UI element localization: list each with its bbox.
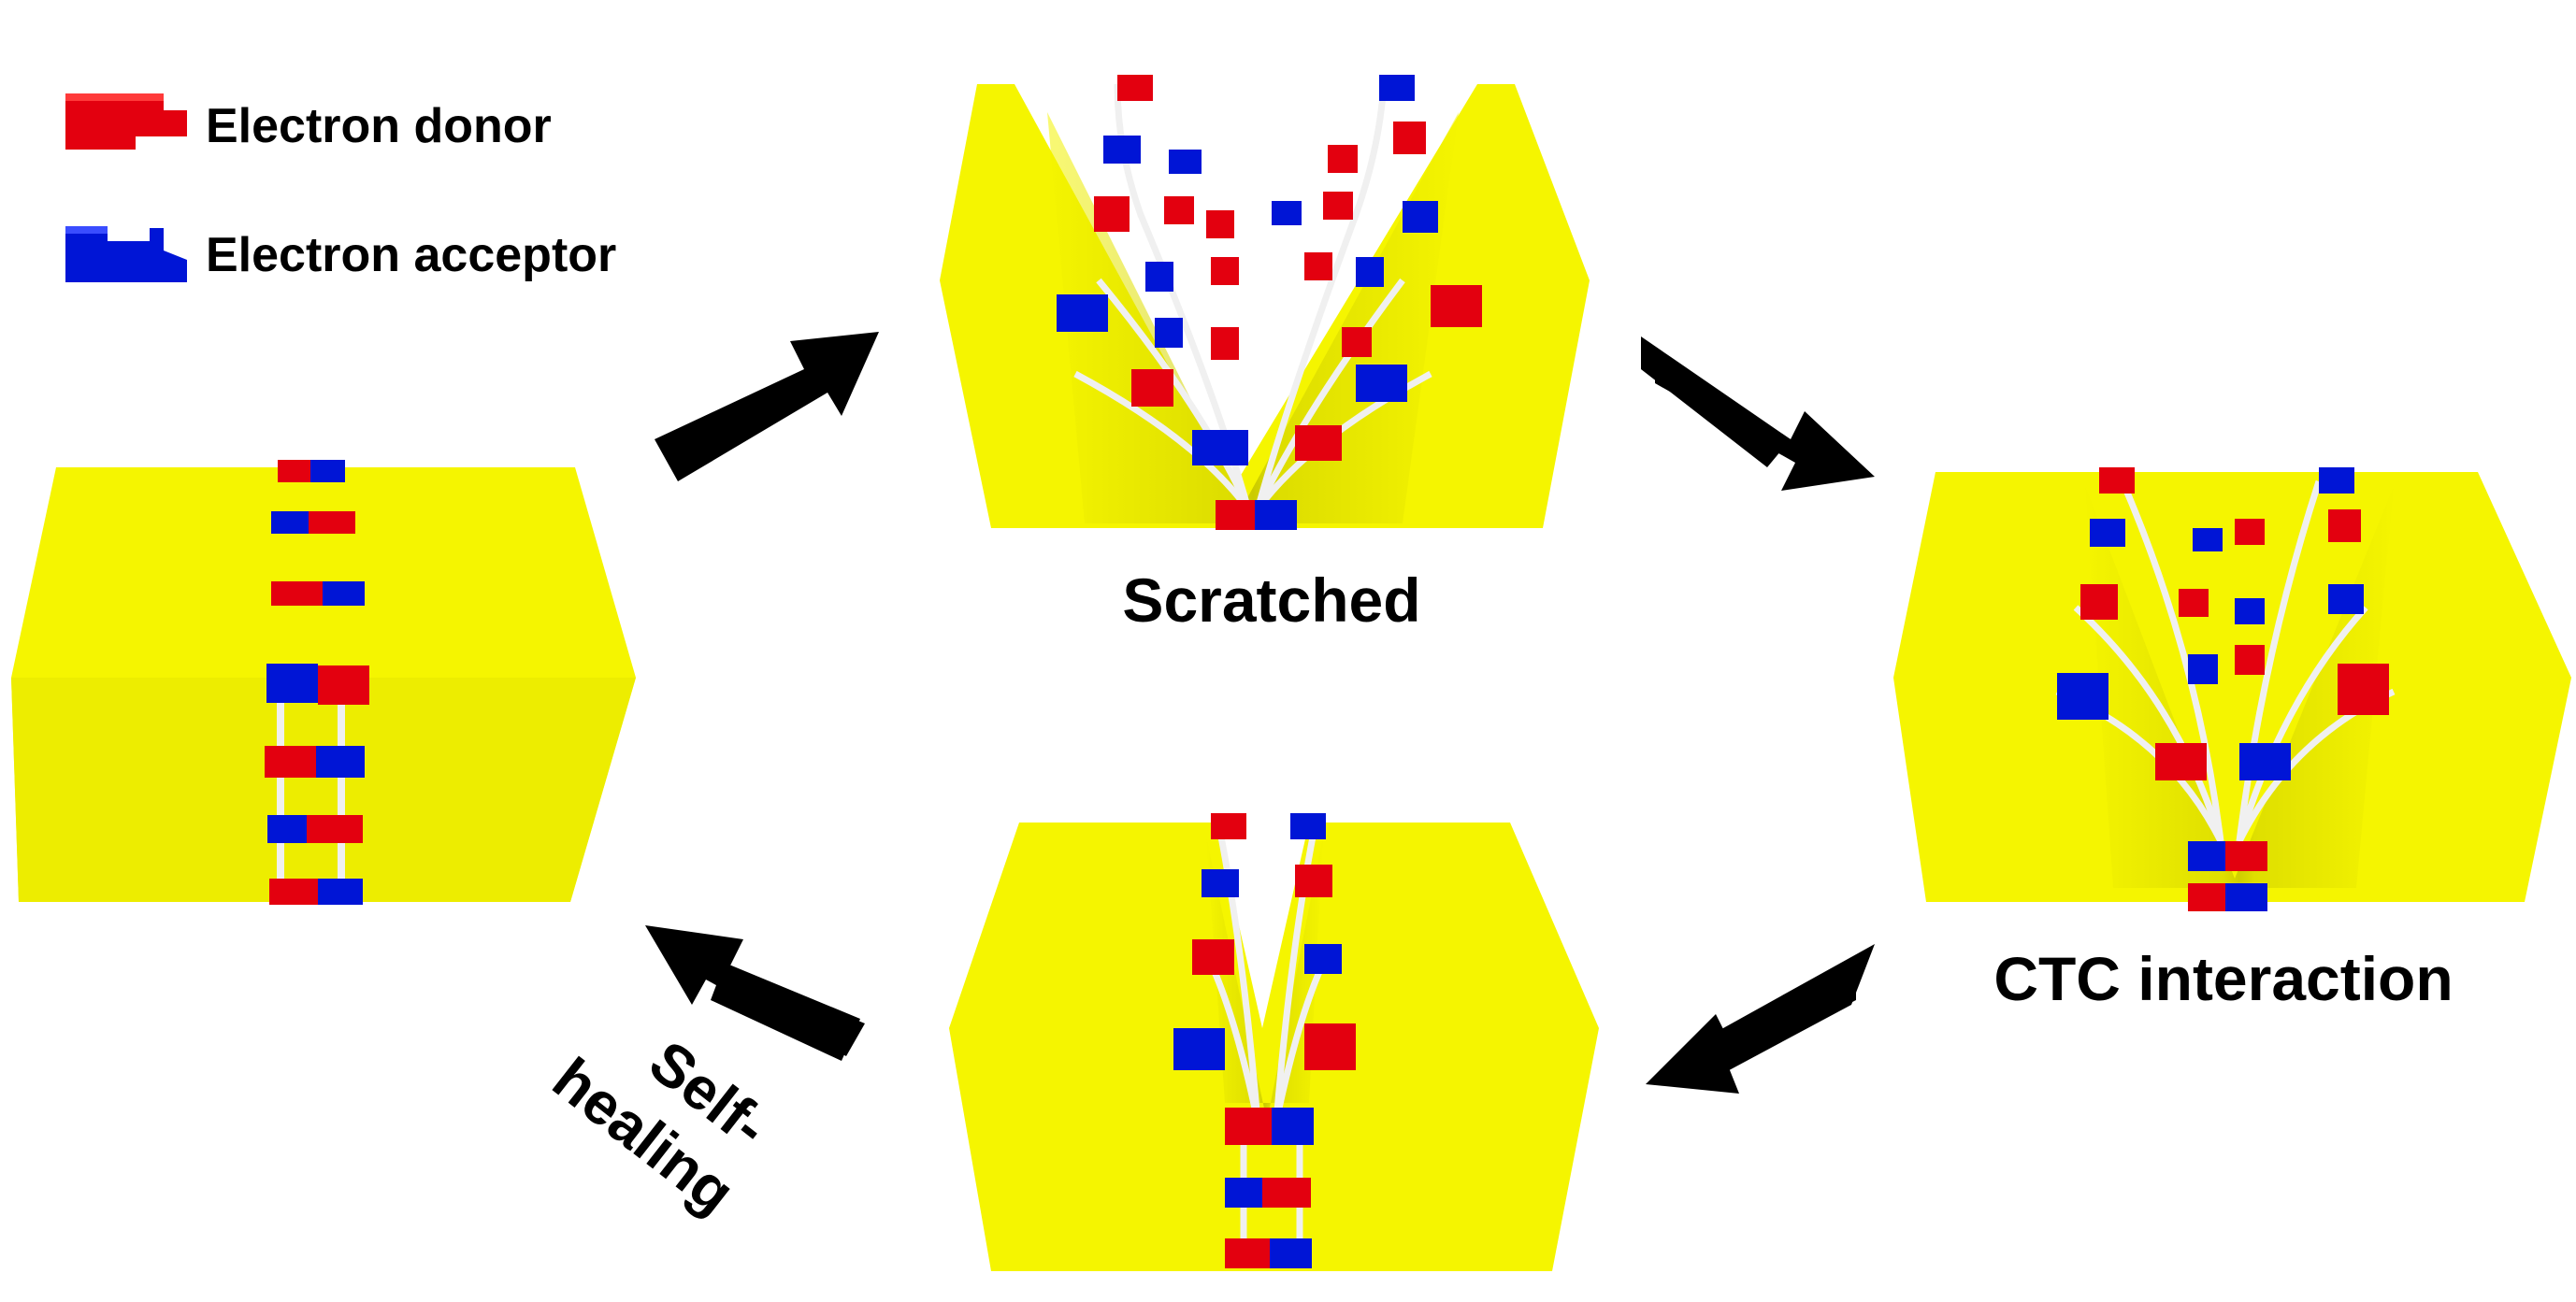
donor-legend-label: Electron donor xyxy=(206,99,552,153)
partially-healed-block xyxy=(949,813,1599,1271)
arrow-healed-to-scratched xyxy=(655,332,879,481)
arrow-ctc-to-partial xyxy=(1646,944,1875,1094)
healed-block xyxy=(11,460,636,905)
scratched-label: Scratched xyxy=(1122,565,1420,635)
healed-linkers xyxy=(277,692,345,897)
arrow-scratched-to-ctc xyxy=(1641,336,1875,491)
healed-pairs xyxy=(265,460,369,905)
arrow-partial-to-healed xyxy=(645,925,865,1061)
acceptor-legend-label: Electron acceptor xyxy=(206,228,616,282)
acceptor-legend-swatch xyxy=(65,226,187,282)
partial-molecules xyxy=(1173,813,1356,1268)
ctc-molecules xyxy=(2057,467,2389,911)
scratched-block: Scratched xyxy=(940,75,1590,635)
ctc-block: CTC interaction xyxy=(1893,467,2571,1013)
self-healing-label: Self- healing xyxy=(540,1027,781,1226)
donor-legend-swatch xyxy=(65,93,187,150)
ctc-interaction-label: CTC interaction xyxy=(1993,944,2453,1013)
legend: Electron donor Electron acceptor xyxy=(65,93,616,282)
scratched-molecules xyxy=(1057,75,1482,530)
